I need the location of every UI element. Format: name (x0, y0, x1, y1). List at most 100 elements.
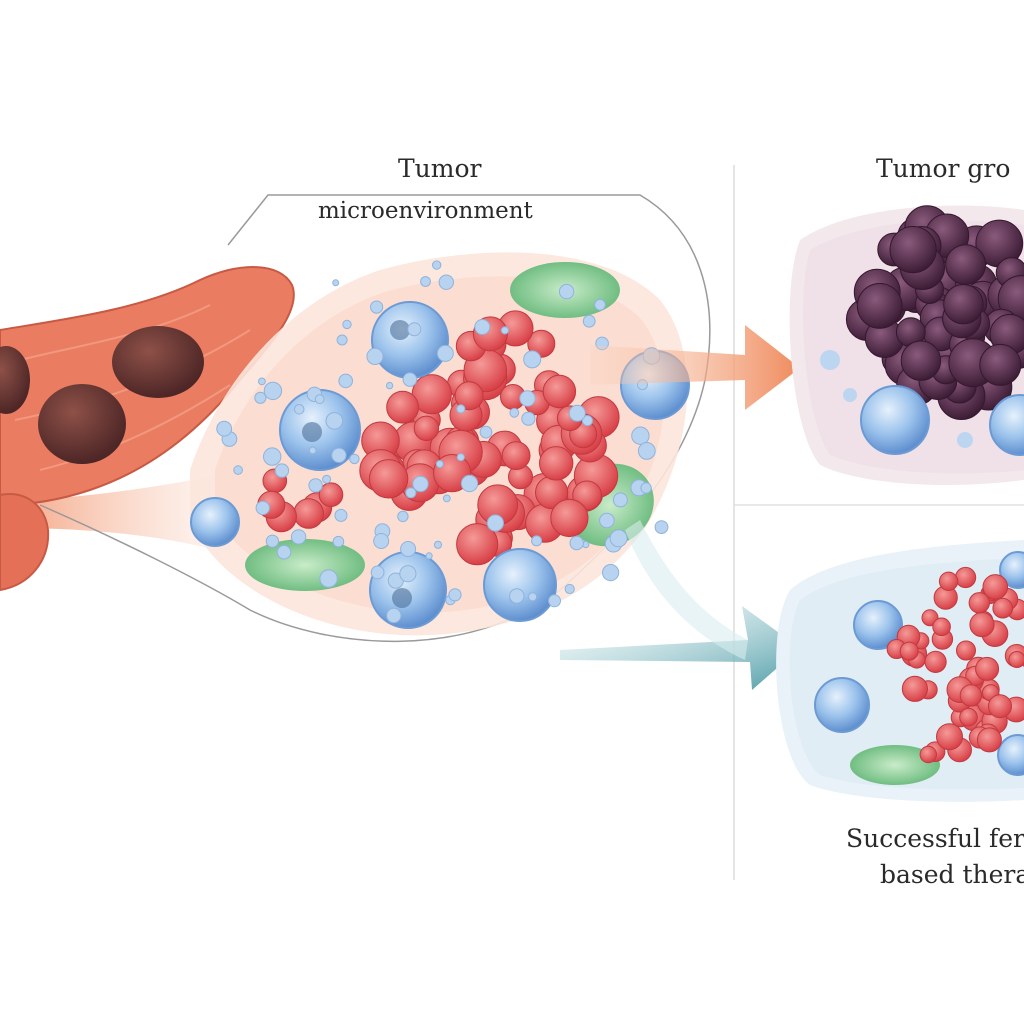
arrow-teal-sweep (625, 520, 748, 660)
cell (539, 446, 574, 481)
cell (932, 617, 951, 637)
cell (334, 508, 348, 522)
cell (386, 390, 420, 424)
cell (276, 544, 292, 560)
cell (342, 319, 352, 330)
cell (521, 411, 536, 426)
cell (955, 566, 977, 589)
cell (569, 535, 584, 551)
cell (631, 426, 650, 445)
cell (338, 373, 354, 389)
cell (293, 498, 325, 529)
cell (386, 607, 402, 624)
cell (332, 279, 340, 287)
tumor-growth-panel (789, 205, 1024, 486)
cell (901, 675, 929, 702)
cell (412, 475, 429, 493)
cell (432, 260, 442, 270)
cell (527, 329, 556, 358)
cell (654, 520, 669, 534)
cell (370, 300, 384, 314)
cell (308, 478, 323, 493)
cell (599, 512, 615, 529)
cell (274, 463, 290, 478)
cell (968, 592, 990, 614)
cell (399, 565, 417, 583)
immune-cells (190, 301, 690, 629)
cell (602, 564, 620, 582)
cell (336, 334, 348, 346)
cell (438, 274, 454, 290)
cell (938, 571, 959, 591)
cell (581, 415, 594, 427)
cell (956, 640, 976, 661)
cell (564, 583, 575, 595)
arrow-right-icon (590, 325, 800, 410)
cell (216, 420, 233, 437)
cell (542, 374, 577, 409)
cell (509, 407, 520, 418)
cell (456, 404, 466, 414)
cell (486, 514, 504, 532)
cell (582, 314, 596, 328)
cell (318, 482, 344, 508)
cell (402, 372, 418, 387)
cell (349, 453, 360, 465)
cell (519, 390, 536, 407)
cell (531, 535, 543, 547)
cell (945, 244, 986, 286)
cell (558, 283, 575, 300)
cell (1008, 651, 1024, 668)
cell (420, 276, 431, 287)
cell (454, 381, 484, 411)
cell (331, 447, 347, 463)
cell (254, 391, 267, 404)
cell (609, 529, 628, 548)
cell (528, 592, 538, 602)
label-tumor-growth: Tumor gro (876, 154, 1011, 183)
cell (433, 540, 443, 549)
cell (325, 412, 344, 430)
cell (258, 377, 266, 386)
cell (924, 650, 947, 674)
cell (456, 523, 499, 566)
cell (373, 533, 390, 549)
cell (263, 381, 283, 401)
cell (889, 226, 937, 274)
cell (500, 326, 509, 335)
cell (293, 404, 305, 415)
cell (385, 381, 394, 390)
cell (322, 474, 332, 484)
scattered-tumor-cells (886, 566, 1024, 764)
cell (255, 500, 270, 516)
cell (568, 404, 586, 422)
cell (413, 415, 440, 441)
extracellular-particles (216, 260, 669, 624)
cell (368, 459, 409, 499)
cell (640, 482, 652, 494)
cell (479, 425, 493, 439)
cell (856, 283, 903, 329)
cell (976, 727, 1002, 753)
cell (979, 343, 1022, 386)
cell (448, 588, 462, 602)
cell (594, 298, 606, 311)
cell (425, 552, 433, 560)
cell (501, 441, 531, 471)
tumor-nodule-icon (0, 326, 204, 464)
cell (988, 694, 1012, 719)
cell (314, 394, 325, 405)
cell (992, 597, 1014, 619)
cell (265, 534, 279, 548)
cell (899, 641, 919, 661)
cell (637, 442, 656, 460)
label-successful: Successful fer (846, 824, 1024, 853)
cell (308, 446, 317, 455)
cell (959, 684, 983, 707)
cell (366, 347, 384, 365)
cell (400, 541, 417, 557)
cell (290, 529, 307, 545)
cell (612, 492, 628, 508)
cell (548, 594, 561, 608)
